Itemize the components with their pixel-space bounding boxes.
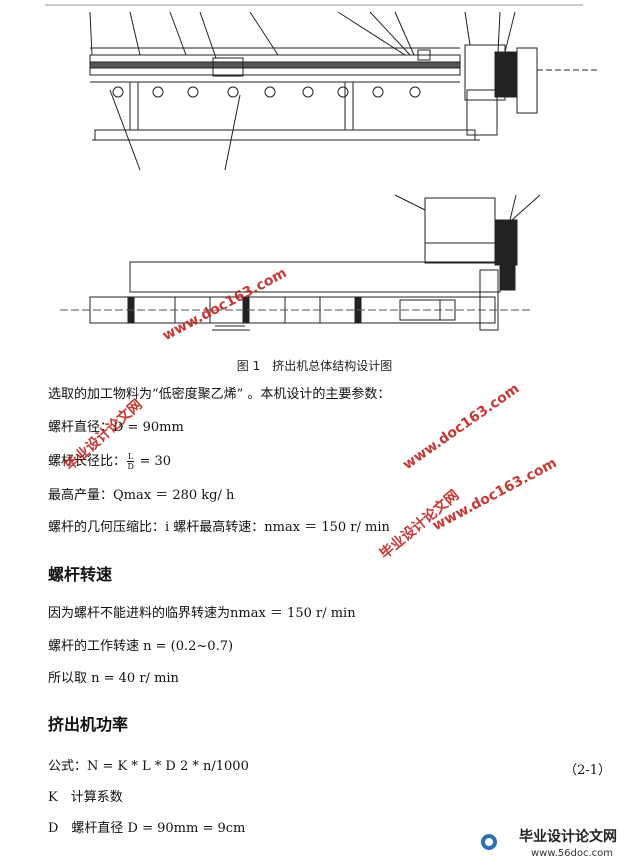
section-heading-power: 挤出机功率 [48,715,129,734]
compression-text: 螺杆的几何压缩比：i 螺杆最高转速：nmax ＝ 150 r/ min [48,520,390,535]
intro-text: 选取的加工物料为“低密度聚乙烯” 。本机设计的主要参数： [48,387,391,402]
ld-ratio-prefix: 螺杆长径比： [48,454,127,469]
ld-fraction-denominator: D [127,462,134,471]
chosen-speed-text: 所以取 n = 40 r/ min [48,671,179,686]
d-definition: D 螺杆直径 D = 90mm = 9cm [48,821,246,836]
power-formula: 公式：N = K * L * D 2 * n/1000 [48,759,249,774]
watermark-url: www.doc163.com [400,380,523,474]
critical-speed-text: 因为螺杆不能进料的临界转速为nmax ＝ 150 r/ min [48,606,356,621]
equation-number: （2-1） [564,763,611,778]
site-logo-icon [481,834,497,850]
screw-diameter-text: 螺杆直径：D = 90mm [48,420,184,435]
extruder-drawing [45,4,600,331]
ld-ratio-suffix: = 30 [135,454,172,469]
figure-caption: 图 1 挤出机总体结构设计图 [236,359,393,373]
section-heading-speed: 螺杆转速 [48,565,113,584]
footer-site-url: www.56doc.com [530,848,613,859]
max-output-text: 最高产量：Qmax ＝ 280 kg/ h [48,488,235,503]
k-definition: K 计算系数 [48,790,123,805]
ld-fraction-numerator: L [127,452,135,462]
working-speed-text: 螺杆的工作转速 n = (0.2~0.7) [48,639,234,654]
footer-site-title: 毕业设计论文网 [519,829,617,845]
